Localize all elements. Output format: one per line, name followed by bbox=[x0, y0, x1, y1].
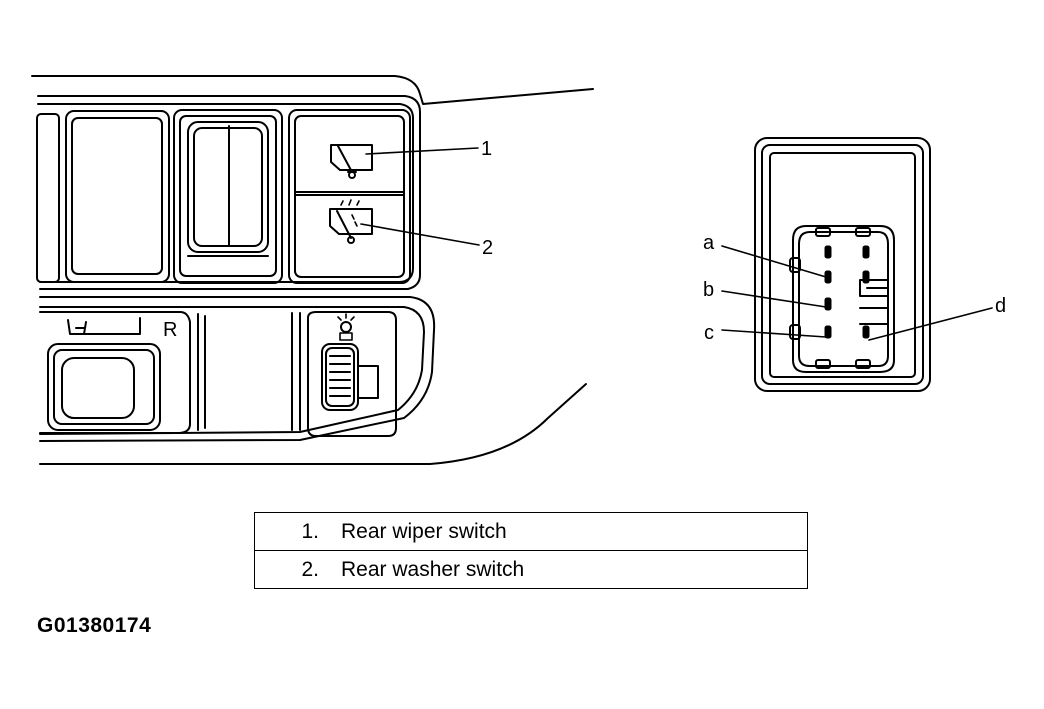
connector-terminals bbox=[824, 245, 870, 339]
illumination-dimmer-icon bbox=[307, 311, 397, 437]
callout-leader-1 bbox=[365, 147, 479, 155]
panel-lower-outline-inner bbox=[39, 306, 425, 435]
callout-leader-d bbox=[868, 307, 993, 341]
callout-label-1: 1 bbox=[481, 138, 492, 160]
panel-bottom-sweep bbox=[39, 383, 587, 465]
lower-blank-slot bbox=[197, 312, 301, 431]
legend-row: 1. Rear wiper switch bbox=[255, 513, 808, 551]
rear-washer-icon bbox=[329, 199, 373, 244]
rear-wiper-icon bbox=[330, 144, 373, 179]
lower-left-switch bbox=[39, 311, 191, 434]
panel-top-edge bbox=[31, 75, 594, 105]
callout-label-2: 2 bbox=[482, 237, 493, 259]
legend-text: Rear wiper switch bbox=[341, 519, 507, 543]
panel-upper-rail bbox=[37, 95, 421, 290]
legend-number: 2. bbox=[254, 550, 319, 589]
legend-text: Rear washer switch bbox=[319, 550, 808, 589]
legend-row: 2. Rear washer switch bbox=[254, 550, 808, 589]
panel-upper-rail-inner bbox=[37, 103, 414, 283]
callout-leader-2 bbox=[360, 223, 480, 246]
blank-switch-slot-left bbox=[36, 110, 170, 283]
callout-label-c: c bbox=[704, 322, 714, 344]
callout-label-b: b bbox=[703, 279, 714, 301]
blank-switch-slot-center bbox=[173, 109, 283, 284]
switch-connector bbox=[754, 137, 931, 392]
instrument-panel: R bbox=[31, 75, 594, 465]
callout-leader-a bbox=[721, 245, 827, 278]
callout-leader-b bbox=[721, 290, 827, 308]
callout-label-a: a bbox=[703, 232, 715, 254]
callout-leader-c bbox=[721, 329, 827, 338]
callout-label-d: d bbox=[995, 295, 1006, 317]
panel-lower-outline bbox=[39, 296, 436, 442]
rear-wiper-washer-switch-assembly bbox=[288, 109, 411, 284]
legend-table: 1. Rear wiper switch 2. Rear washer swit… bbox=[254, 512, 808, 589]
console-letter-r: R bbox=[163, 319, 177, 341]
figure-id: G01380174 bbox=[37, 614, 152, 637]
legend-number: 1. bbox=[301, 519, 319, 543]
